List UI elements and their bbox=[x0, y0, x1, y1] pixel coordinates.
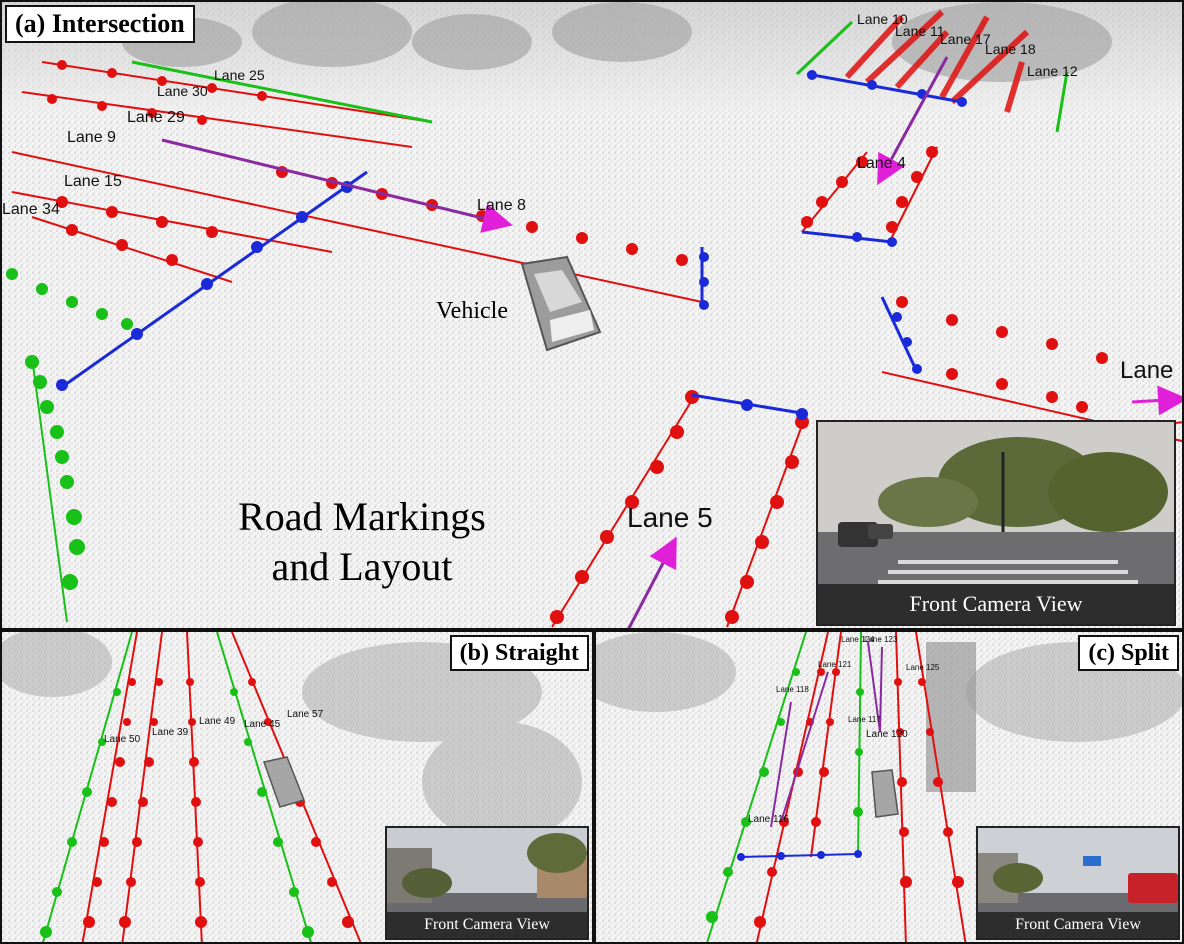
lane-label: Lane 123 bbox=[864, 635, 898, 644]
lane-label: Lane 17 bbox=[940, 31, 991, 47]
intersection-point-cloud: Lane 10 Lane 11 Lane 17 Lane 18 Lane 12 … bbox=[2, 2, 1182, 628]
lane-label: Lane 4 bbox=[857, 155, 906, 172]
panel-split: Lane 118 Lane 121 Lane 117 Lane 124 Lane… bbox=[594, 630, 1184, 944]
panel-title: (a) Intersection bbox=[5, 5, 195, 43]
front-camera-inset: Front Camera View bbox=[976, 826, 1180, 940]
vehicle-label: Vehicle bbox=[436, 298, 508, 324]
caption-line: Road Markings bbox=[238, 494, 486, 539]
lane-label: Lane 5 bbox=[627, 502, 713, 533]
inset-caption: Front Camera View bbox=[818, 584, 1174, 624]
bus-model bbox=[926, 642, 976, 792]
vehicle-model bbox=[263, 756, 306, 808]
lane-label: Lane 125 bbox=[906, 663, 940, 672]
lane-label: Lane 18 bbox=[985, 41, 1036, 57]
straight-point-cloud: Lane 50 Lane 39 Lane 49 Lane 45 Lane 57 bbox=[2, 632, 592, 942]
lane-label: Lane 49 bbox=[199, 716, 236, 727]
scene-caption: Road Markings and Layout bbox=[212, 492, 512, 592]
panel-title: (c) Split bbox=[1078, 635, 1179, 671]
lane-label: Lane 116 bbox=[748, 814, 789, 825]
lane-label: Lane bbox=[1120, 357, 1173, 384]
panel-title: (b) Straight bbox=[449, 635, 589, 671]
lane-label: Lane 10 bbox=[857, 11, 908, 27]
lane-label: Lane 57 bbox=[287, 709, 324, 720]
lane-label: Lane 39 bbox=[152, 727, 189, 738]
lane-dots-red bbox=[47, 60, 1108, 624]
panel-intersection: Lane 10 Lane 11 Lane 17 Lane 18 Lane 12 … bbox=[0, 0, 1184, 630]
front-camera-inset: Front Camera View bbox=[816, 420, 1176, 626]
front-camera-inset: Front Camera View bbox=[385, 826, 589, 940]
lane-dots-green bbox=[6, 268, 133, 590]
lane-label: Lane 118 bbox=[776, 685, 809, 694]
lane-label: Lane 120 bbox=[866, 729, 908, 740]
lane-label: Lane 50 bbox=[104, 734, 141, 745]
inset-caption: Front Camera View bbox=[387, 912, 587, 938]
lane-label: Lane 25 bbox=[214, 67, 265, 83]
lane-label: Lane 12 bbox=[1027, 63, 1078, 79]
lane-label: Lane 45 bbox=[244, 719, 281, 730]
vehicle-model bbox=[871, 769, 899, 818]
caption-line: and Layout bbox=[271, 544, 453, 589]
lane-label: Lane 124 bbox=[841, 635, 875, 644]
panel-straight: Lane 50 Lane 39 Lane 49 Lane 45 Lane 57 … bbox=[0, 630, 594, 944]
lane-label: Lane 30 bbox=[157, 83, 208, 99]
lane-label: Lane 15 bbox=[64, 173, 122, 190]
lane-label: Lane 121 bbox=[818, 660, 852, 669]
lane-label: Lane 11 bbox=[895, 23, 945, 39]
lane-label: Lane 9 bbox=[67, 129, 116, 146]
lane-label: Lane 29 bbox=[127, 109, 185, 126]
stop-line-dots bbox=[56, 70, 967, 420]
vehicle-model bbox=[520, 255, 602, 352]
lane-label: Lane 8 bbox=[477, 197, 526, 214]
inset-caption: Front Camera View bbox=[978, 912, 1178, 938]
lane-label: Lane 34 bbox=[2, 201, 60, 218]
lane-label: Lane 117 bbox=[848, 715, 881, 724]
